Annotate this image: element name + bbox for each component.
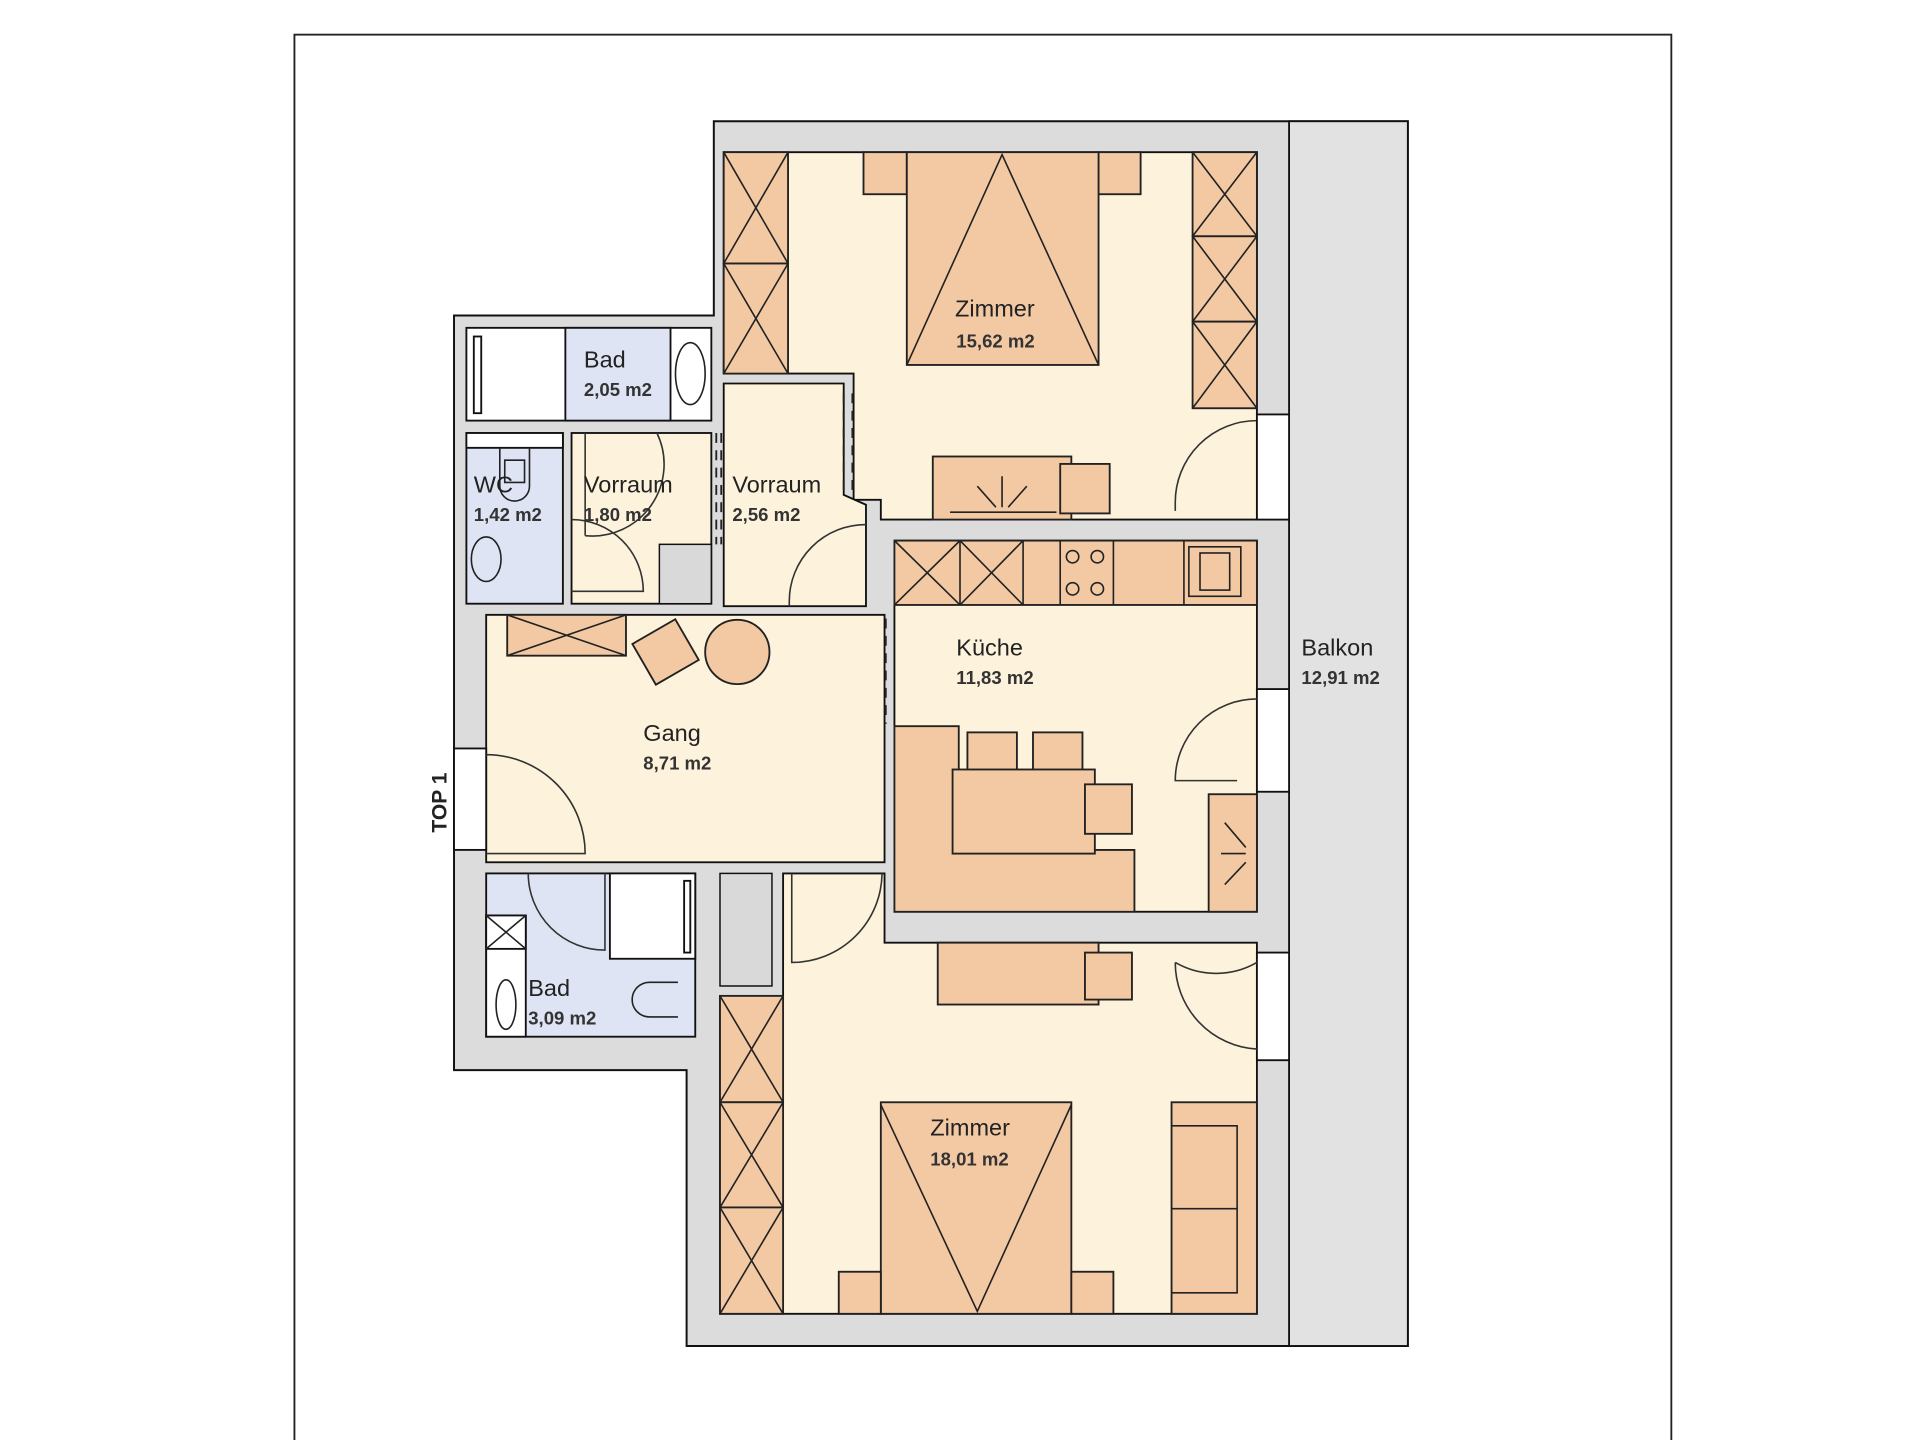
door-swing: [1174, 698, 1257, 782]
wardrobe-right-top: [1191, 151, 1258, 410]
room-area: 1,80 m2: [584, 504, 652, 525]
nightstand: [837, 1270, 882, 1315]
room-name: Bad: [584, 346, 626, 372]
room-area: 15,62 m2: [956, 331, 1034, 352]
room-name: Zimmer: [930, 1115, 1010, 1141]
room-area: 2,05 m2: [584, 379, 652, 400]
nightstand: [862, 151, 908, 196]
nightstand: [1097, 151, 1142, 196]
wardrobe-bottom: [719, 994, 785, 1315]
room-vorraum-2: [722, 382, 867, 608]
room-name: Gang: [643, 720, 701, 746]
storage-block: [658, 543, 713, 605]
door-swing: [527, 873, 606, 951]
kitchen-counter: [893, 539, 1258, 606]
chair: [1084, 951, 1133, 1001]
chair: [1084, 783, 1133, 835]
room-wc: [465, 432, 564, 605]
room-name: Bad: [528, 975, 570, 1001]
sink-icon: [470, 536, 502, 583]
room-name: Küche: [956, 635, 1023, 661]
door-swing: [571, 518, 645, 593]
room-name: Vorraum: [584, 471, 673, 497]
toilet-icon: [631, 981, 678, 1018]
bathtub-edge: [472, 335, 483, 415]
door-swing: [1174, 419, 1257, 511]
bed-bottom: [879, 1101, 1073, 1315]
closet: [719, 872, 773, 987]
room-name: Vorraum: [732, 471, 821, 497]
room-area: 1,42 m2: [474, 504, 542, 525]
balcony-door[interactable]: [1255, 951, 1290, 1062]
washbasin-icon: [495, 978, 517, 1031]
bed-top: [905, 151, 1100, 366]
door-swing: [788, 523, 866, 607]
nightstand: [1070, 1270, 1115, 1315]
unit-label: TOP 1: [429, 772, 452, 832]
desk-top: [931, 455, 1111, 521]
armchair: [631, 617, 701, 686]
toilet-icon: [498, 447, 531, 502]
cabinet: [506, 613, 627, 657]
balcony-door[interactable]: [1255, 413, 1290, 521]
room-area: 11,83 m2: [956, 667, 1033, 688]
fridge: [1207, 793, 1258, 913]
door-swing: [486, 753, 586, 855]
room-area: 18,01 m2: [930, 1148, 1008, 1169]
washbasin-icon: [674, 341, 706, 406]
sofa: [1170, 1101, 1258, 1315]
round-table: [704, 618, 771, 686]
room-name: Zimmer: [955, 296, 1035, 322]
desk: [936, 941, 1100, 1006]
room-area: 12,91 m2: [1301, 667, 1379, 688]
door-swing: [584, 432, 665, 537]
wardrobe-left-top: [722, 151, 789, 375]
entrance-door[interactable]: [453, 747, 488, 851]
door-swing: [1174, 961, 1258, 1050]
room-name: Balkon: [1301, 635, 1373, 661]
balcony-door[interactable]: [1255, 688, 1290, 793]
room-area: 3,09 m2: [528, 1007, 596, 1028]
door-swing: [790, 873, 883, 964]
balcony: [1288, 120, 1409, 1347]
dining-table: [951, 768, 1096, 855]
room-area: 8,71 m2: [643, 752, 711, 773]
room-area: 2,56 m2: [732, 504, 800, 525]
room-name: WC: [474, 471, 513, 497]
